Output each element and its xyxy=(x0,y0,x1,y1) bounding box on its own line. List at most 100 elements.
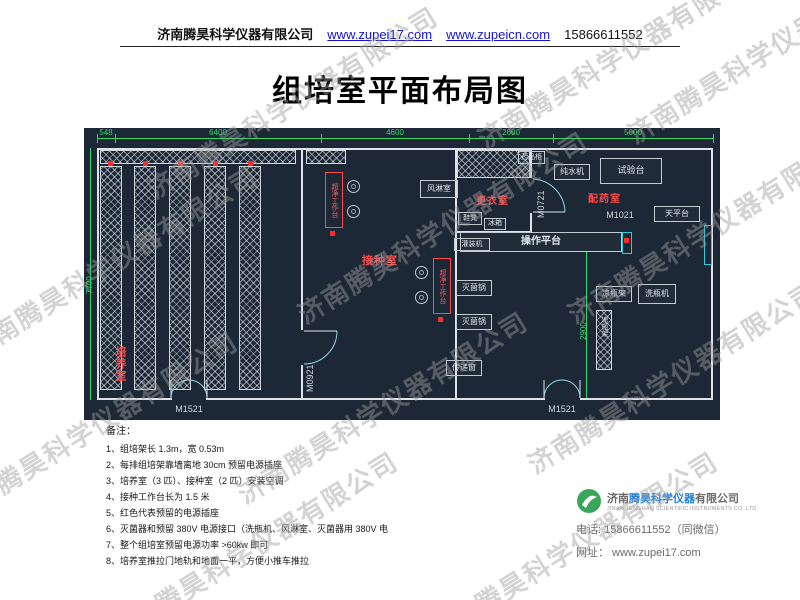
note-item-4: 4、接种工作台长为 1.5 米 xyxy=(106,492,210,502)
floor-plan-canvas: 548 6400 4600 2600 5000 7700 2900 xyxy=(84,128,720,420)
dim-5000: 5000 xyxy=(624,128,642,137)
door-arc-m0921 xyxy=(303,330,338,365)
filling-machine-box: 灌装机 xyxy=(454,238,490,251)
footer-brand: 济南腾昊科学仪器有限公司 JINAN TENGHAO SCIENTIFIC IN… xyxy=(576,488,794,560)
stool xyxy=(415,291,428,304)
footer-phone: 电话: 15866611552（同微信） xyxy=(576,524,726,536)
link-zupeicn[interactable]: www.zupeicn.com xyxy=(446,27,551,42)
culture-rack-2 xyxy=(134,166,156,390)
wall-top xyxy=(97,148,713,150)
room-label-changing: 更衣室 xyxy=(476,196,509,207)
note-item-2: 2、每排组培架靠墙离地 30cm 预留电源插座 xyxy=(106,460,283,470)
wall-bottom-3 xyxy=(580,398,713,400)
room-label-cultivation: 培养室 xyxy=(114,346,126,382)
note-item-6: 6、灭菌器和预留 380V 电源接口（洗瓶机、风淋室、灭菌器用 380V 电 xyxy=(106,524,389,534)
sterilizer-box-2: 灭菌锅 xyxy=(456,314,492,330)
power-outlet-marker xyxy=(178,161,183,166)
company-name: 济南腾昊科学仪器有限公司 xyxy=(157,27,314,42)
notes-title: 备注： xyxy=(106,426,136,437)
culture-rack-1 xyxy=(100,166,122,390)
water-machine-box: 纯水机 xyxy=(554,164,590,180)
culture-rack-5 xyxy=(239,166,261,390)
header: 济南腾昊科学仪器有限公司 www.zupei17.com www.zupeicn… xyxy=(0,24,800,43)
door-label-m0721: M0721 xyxy=(536,190,546,218)
door-label-m1521-left: M1521 xyxy=(175,404,203,414)
dim-2600: 2600 xyxy=(502,128,520,137)
door-arc-m0721 xyxy=(532,178,566,213)
note-item-5: 5、红色代表预留的电源插座 xyxy=(106,508,220,518)
power-outlet-marker xyxy=(248,161,253,166)
brand-text-block: 济南腾昊科学仪器有限公司 JINAN TENGHAO SCIENTIFIC IN… xyxy=(607,490,758,512)
wall-bottom-1 xyxy=(97,398,172,400)
stool xyxy=(415,266,428,279)
operation-platform: 操作平台 xyxy=(460,232,622,252)
brand-name-mid: 腾昊科学仪器 xyxy=(629,493,695,505)
room-label-pharmacy: 配药室 xyxy=(588,194,621,205)
culture-rack-top xyxy=(100,150,296,164)
power-outlet-marker xyxy=(143,161,148,166)
header-divider xyxy=(120,46,680,47)
notes: 备注： 1、组培架长 1.3m，宽 0.53m 2、每排组培架靠墙离地 30cm… xyxy=(106,424,446,569)
note-item-1: 1、组培架长 1.3m，宽 0.53m xyxy=(106,444,225,454)
changing-room-rack xyxy=(457,150,530,178)
note-item-7: 7、整个组培室预留电源功率 >60kw 即可 xyxy=(106,540,269,550)
shoe-bench-box: 鞋凳 xyxy=(458,212,482,225)
culture-rack-3 xyxy=(169,166,191,390)
door-symbol-platform xyxy=(622,232,632,254)
power-outlet-marker xyxy=(330,231,335,236)
dim-4600: 4600 xyxy=(386,128,404,137)
brand-logo-icon xyxy=(577,489,601,513)
wall-left xyxy=(97,148,99,400)
brand-row: 济南腾昊科学仪器有限公司 JINAN TENGHAO SCIENTIFIC IN… xyxy=(576,488,794,514)
dim-tick xyxy=(713,134,714,143)
dim-2900: 2900 xyxy=(579,322,588,340)
dim-548: 548 xyxy=(99,128,113,137)
clean-bench-1: 超净工作台 xyxy=(325,172,343,228)
transfer-window-box: 传递窗 xyxy=(446,360,482,376)
dim-tick xyxy=(115,134,116,143)
wall-right xyxy=(711,148,713,400)
dimension-line-left xyxy=(90,148,91,400)
stool xyxy=(347,180,360,193)
balance-table-box: 天平台 xyxy=(654,206,700,222)
dimension-line-top xyxy=(97,138,713,139)
bottle-rack-vertical-label: 凉瓶架 xyxy=(601,316,608,337)
wall-partition-cultivation-b xyxy=(301,365,303,400)
power-outlet-marker xyxy=(438,317,443,322)
door-label-m0921: M0921 xyxy=(305,364,315,392)
note-item-8: 8、培养室推拉门地轨和地面一平，方便小推车推拉 xyxy=(106,556,310,566)
dim-tick xyxy=(321,134,322,143)
bottle-rack-box: 凉瓶架 xyxy=(596,286,632,302)
window-symbol-right xyxy=(704,225,712,265)
footer-site: 网址： www.zupei17.com xyxy=(576,547,701,559)
note-item-3: 3、培养室（3 匹）、接种室（2 匹）安装空调 xyxy=(106,476,284,486)
power-outlet-marker xyxy=(108,161,113,166)
page-title: 组培室平面布局图 xyxy=(272,75,528,108)
bottle-rack-vertical xyxy=(596,310,612,370)
dim-6400: 6400 xyxy=(209,128,227,137)
dim-tick xyxy=(469,134,470,143)
wall-partition-cultivation-a xyxy=(301,148,303,330)
door-label-m1021: M1021 xyxy=(606,210,634,220)
stool xyxy=(347,205,360,218)
brand-subtitle: JINAN TENGHAO SCIENTIFIC INSTRUMENTS CO.… xyxy=(607,506,759,512)
bottle-washer-box: 洗瓶机 xyxy=(638,284,676,304)
wall-changing-right-b xyxy=(530,213,532,233)
wall-partition-inoculation xyxy=(455,148,457,400)
power-outlet-marker xyxy=(213,161,218,166)
power-outlet-marker xyxy=(624,238,629,243)
medicine-cabinet-box: 药品柜 xyxy=(518,151,545,164)
door-label-m1521-right: M1521 xyxy=(548,404,576,414)
wall-bottom-2 xyxy=(206,398,545,400)
test-bench-box: 试验台 xyxy=(600,158,662,184)
link-zupei17[interactable]: www.zupei17.com xyxy=(327,27,433,42)
culture-rack-top-2 xyxy=(306,150,346,164)
brand-name: 济南腾昊科学仪器有限公司 xyxy=(607,490,758,506)
dim-tick xyxy=(553,134,554,143)
dim-7700: 7700 xyxy=(85,276,94,294)
dimension-line-right xyxy=(586,252,587,398)
dim-tick xyxy=(97,134,98,143)
room-label-inoculation: 接种室 xyxy=(362,255,398,267)
sterilizer-box-1: 灭菌锅 xyxy=(456,280,492,296)
